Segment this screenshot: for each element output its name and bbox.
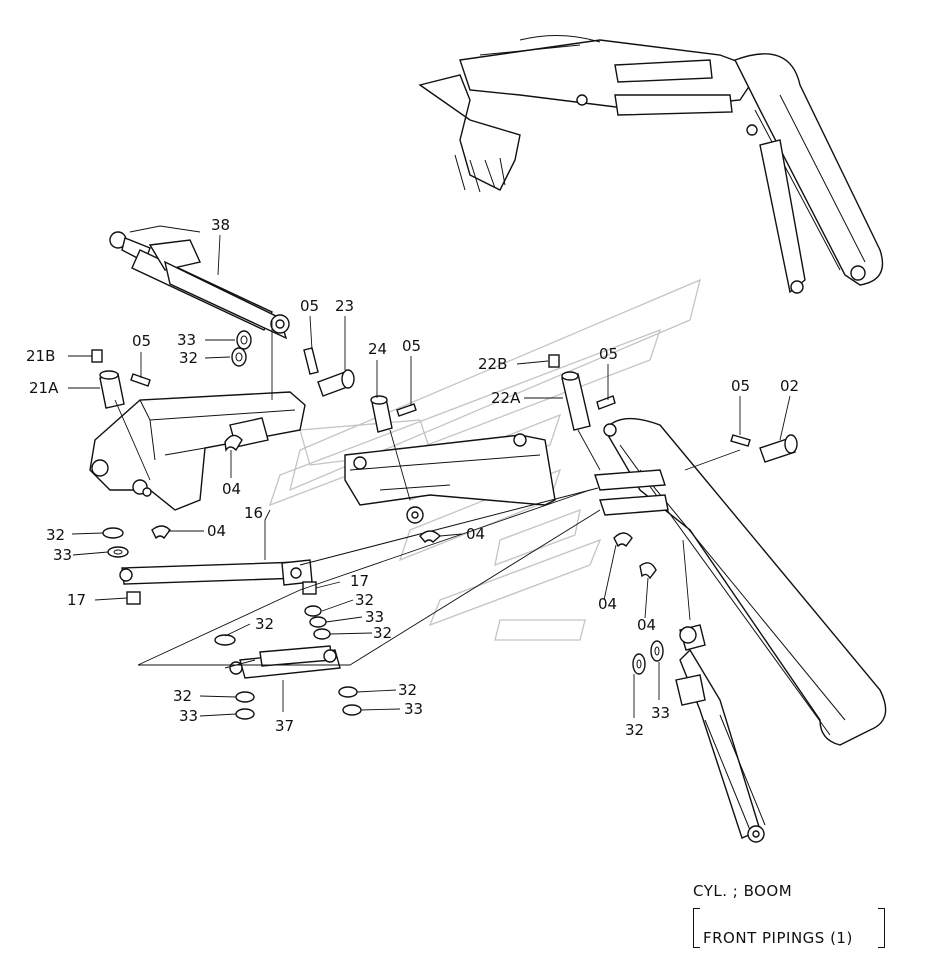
callout-32: 32 xyxy=(46,526,65,544)
caption-subtitle: FRONT PIPINGS (1) xyxy=(703,929,853,947)
callout-32: 32 xyxy=(373,624,392,642)
callout-17: 17 xyxy=(67,591,86,609)
callout-32: 32 xyxy=(398,681,417,699)
excavator-overview-drawing xyxy=(418,35,884,294)
callout-05: 05 xyxy=(731,377,750,395)
boom-center-member xyxy=(344,433,556,524)
leader-lines xyxy=(68,234,791,718)
small-parts xyxy=(91,330,798,720)
callout-32: 32 xyxy=(255,615,274,633)
callout-16: 16 xyxy=(244,504,263,522)
callout-33: 33 xyxy=(179,707,198,725)
callout-38: 38 xyxy=(211,216,230,234)
callout-21a: 21A xyxy=(29,379,59,397)
callout-23: 23 xyxy=(335,297,354,315)
callout-04: 04 xyxy=(207,522,226,540)
callout-37: 37 xyxy=(275,717,294,735)
cylinder-37 xyxy=(224,645,341,679)
callout-32: 32 xyxy=(625,721,644,739)
callout-33: 33 xyxy=(651,704,670,722)
pipe-16 xyxy=(119,487,599,586)
callout-21b: 21B xyxy=(26,347,55,365)
boom-right xyxy=(594,417,887,746)
caption-bracket-right xyxy=(878,908,885,948)
callout-33: 33 xyxy=(53,546,72,564)
callout-02: 02 xyxy=(780,377,799,395)
callout-32: 32 xyxy=(179,349,198,367)
callout-05: 05 xyxy=(599,345,618,363)
callout-22a: 22A xyxy=(491,389,521,407)
callout-32: 32 xyxy=(355,591,374,609)
callout-33: 33 xyxy=(404,700,423,718)
caption-title: CYL. ; BOOM xyxy=(693,882,793,900)
callout-04: 04 xyxy=(466,525,485,543)
callout-04: 04 xyxy=(637,616,656,634)
callout-17: 17 xyxy=(350,572,369,590)
boom-cylinder-38 xyxy=(109,225,290,340)
callout-05: 05 xyxy=(300,297,319,315)
callout-22b: 22B xyxy=(478,355,507,373)
callout-32: 32 xyxy=(173,687,192,705)
callout-33: 33 xyxy=(177,331,196,349)
cylinder-right xyxy=(675,624,766,843)
caption-bracket-left xyxy=(693,908,700,948)
boom-foot-frame xyxy=(89,391,306,511)
callout-05: 05 xyxy=(132,332,151,350)
callout-24: 24 xyxy=(368,340,387,358)
callout-04: 04 xyxy=(598,595,617,613)
callout-labels: 38 05 23 33 32 05 21B 21A 24 05 22B 05 2… xyxy=(26,216,799,739)
assembly-lines xyxy=(114,320,741,666)
callout-05: 05 xyxy=(402,337,421,355)
callout-33: 33 xyxy=(365,608,384,626)
callout-04: 04 xyxy=(222,480,241,498)
